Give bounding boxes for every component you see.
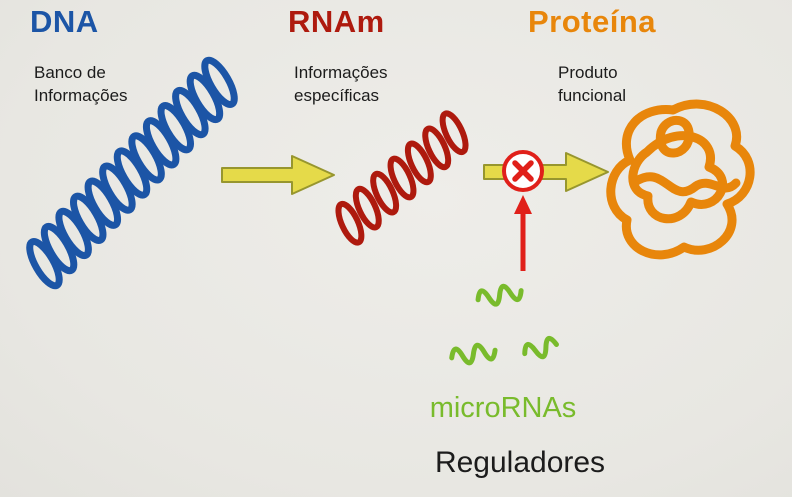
- dna-helix-icon: [26, 56, 238, 290]
- inhibition-cross-circle-icon: [502, 150, 544, 192]
- dna-helix-coils: [26, 56, 238, 290]
- up-arrow-icon: [514, 195, 532, 271]
- rnam-subtitle: Informações específicas: [294, 63, 388, 105]
- micrornas-label: microRNAs: [429, 392, 577, 424]
- rna-helix-coils: [335, 110, 469, 246]
- rna-helix-icon: [335, 110, 469, 246]
- proteina-title: Proteína: [528, 4, 657, 39]
- proteina-subtitle: Produto funcional: [558, 63, 627, 105]
- dna-title: DNA: [30, 4, 99, 39]
- reguladores-label: Reguladores: [434, 446, 606, 479]
- microrna-squiggle-icon: [449, 283, 559, 366]
- rnam-title: RNAm: [288, 4, 385, 39]
- dna-subtitle: Banco de Informações: [34, 63, 128, 105]
- protein-tangle-icon: [606, 99, 755, 260]
- flow-arrow-icon: [483, 150, 609, 192]
- flow-arrow-icon: [221, 155, 335, 195]
